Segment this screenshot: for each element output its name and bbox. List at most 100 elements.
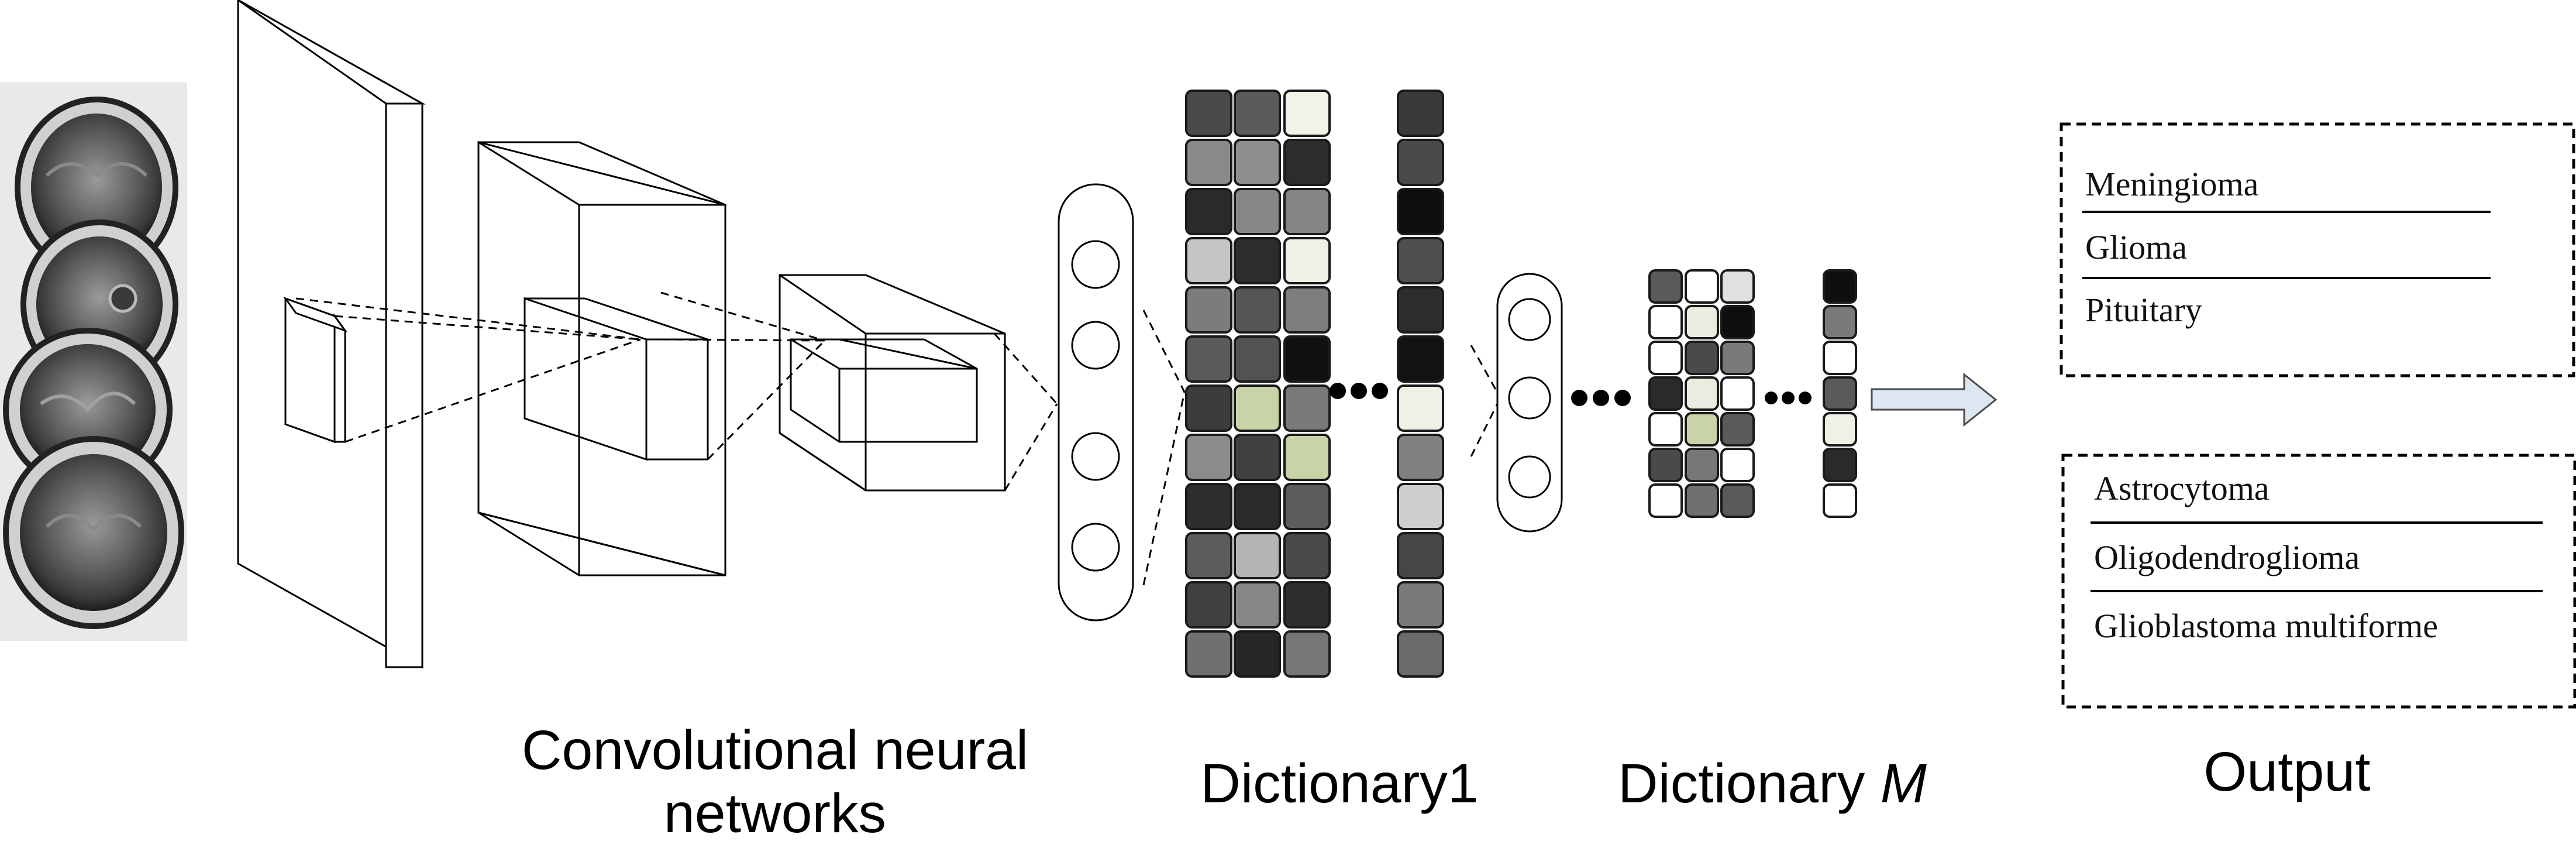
- dictionary-cell: [1234, 384, 1281, 432]
- output-dividers: [2082, 211, 2543, 592]
- dictionary-cell: [1397, 434, 1444, 481]
- ellipsis-dots-2: [1571, 390, 1631, 406]
- dictionary-cell: [1685, 483, 1719, 518]
- dictionary-cell: [1720, 269, 1755, 304]
- dictionary-cell: [1397, 384, 1444, 432]
- dictionary-cell: [1283, 532, 1331, 579]
- dictionary-cell: [1283, 188, 1331, 235]
- dictionary-cell: [1397, 532, 1444, 579]
- dictionary-cell: [1185, 532, 1232, 579]
- dictionary-1: [1185, 90, 1444, 678]
- output-label-astrocytoma: Astrocytoma: [2094, 469, 2270, 507]
- caption-dictionary-1: Dictionary1: [1200, 753, 1479, 815]
- dictionary-cell: [1397, 286, 1444, 334]
- dictionary-cell: [1283, 90, 1331, 137]
- dictionary-cell: [1234, 335, 1281, 383]
- dictionary-cell: [1283, 139, 1331, 186]
- dictionary-cell: [1234, 139, 1281, 186]
- dictionary-cell: [1720, 341, 1755, 375]
- dictionary-cell: [1823, 305, 1857, 339]
- dictionary-cell: [1234, 188, 1281, 235]
- fc-node: [1071, 523, 1120, 572]
- fc-node: [1508, 455, 1551, 499]
- dictionary-m: [1648, 269, 1857, 518]
- dictionary-cell: [1685, 305, 1719, 339]
- dictionary-cell: [1283, 581, 1331, 629]
- dictionary-cell: [1397, 630, 1444, 678]
- dictionary-cell: [1283, 483, 1331, 530]
- dictionary-cell: [1397, 139, 1444, 186]
- dictionary-cell: [1397, 483, 1444, 530]
- dictionary-cell: [1283, 384, 1331, 432]
- output-label-pituitary: Pituitary: [2085, 291, 2202, 329]
- dictionary-cell: [1283, 434, 1331, 481]
- ellipsis-dots-1: [1330, 383, 1388, 399]
- projection-lines: [295, 291, 1501, 586]
- ellipsis-dots-3: [1765, 392, 1812, 404]
- caption-cnn: Convolutional neural networks: [445, 719, 1106, 845]
- fc-layer-2: [1496, 273, 1563, 533]
- dictionary-cell: [1234, 630, 1281, 678]
- caption-output: Output: [2203, 741, 2371, 803]
- dictionary-cell: [1283, 237, 1331, 284]
- dictionary-cell: [1648, 483, 1683, 518]
- dictionary-cell: [1185, 335, 1232, 383]
- dictionary-cell: [1720, 376, 1755, 411]
- fc-node: [1508, 376, 1551, 420]
- caption-dictionary-m: Dictionary M: [1603, 752, 1942, 815]
- dictionary-cell: [1283, 335, 1331, 383]
- dictionary-cell: [1685, 341, 1719, 375]
- dictionary-cell: [1185, 384, 1232, 432]
- output-box-2: [2061, 454, 2576, 709]
- dictionary-cell: [1185, 90, 1232, 137]
- dictionary-cell: [1685, 448, 1719, 482]
- feature-volume-2: [779, 274, 1006, 492]
- dictionary-cell: [1823, 448, 1857, 482]
- output-label-glioblastoma: Glioblastoma multiforme: [2094, 607, 2438, 645]
- dictionary-cell: [1185, 188, 1232, 235]
- caption-cnn-line1: Convolutional neural: [521, 719, 1029, 781]
- fc-layer-1: [1058, 183, 1134, 621]
- dictionary-cell: [1234, 483, 1281, 530]
- dictionary-cell: [1397, 90, 1444, 137]
- output-box-1: [2060, 122, 2575, 377]
- dictionary-cell: [1823, 376, 1857, 411]
- dictionary-cell: [1685, 269, 1719, 304]
- dictionary-cell: [1283, 630, 1331, 678]
- dictionary-cell: [1720, 483, 1755, 518]
- dictionary-cell: [1185, 581, 1232, 629]
- mri-input-stack: [0, 82, 187, 641]
- dictionary-cell: [1648, 412, 1683, 447]
- dictionary-cell: [1823, 483, 1857, 518]
- dictionary-cell: [1397, 335, 1444, 383]
- output-label-glioma: Glioma: [2085, 228, 2187, 266]
- dictionary-cell: [1283, 286, 1331, 334]
- output-arrow: [1871, 372, 1998, 427]
- dictionary-cell: [1648, 341, 1683, 375]
- dictionary-cell: [1234, 434, 1281, 481]
- caption-dictionary-m-var: M: [1880, 753, 1927, 815]
- dictionary-cell: [1397, 237, 1444, 284]
- dictionary-cell: [1234, 90, 1281, 137]
- dictionary-cell: [1185, 483, 1232, 530]
- dictionary-cell: [1823, 341, 1857, 375]
- dictionary-cell: [1185, 237, 1232, 284]
- dictionary-cell: [1720, 305, 1755, 339]
- dictionary-cell: [1234, 286, 1281, 334]
- dictionary-cell: [1185, 139, 1232, 186]
- dictionary-cell: [1648, 305, 1683, 339]
- dictionary-cell: [1234, 581, 1281, 629]
- dictionary-cell: [1685, 412, 1719, 447]
- caption-cnn-line2: networks: [663, 782, 887, 844]
- dictionary-cell: [1823, 412, 1857, 447]
- fc-node: [1071, 432, 1120, 481]
- dictionary-cell: [1648, 448, 1683, 482]
- dictionary-cell: [1685, 376, 1719, 411]
- output-label-meningioma: Meningioma: [2085, 165, 2259, 203]
- fc-node: [1071, 321, 1120, 370]
- caption-dictionary-m-prefix: Dictionary: [1618, 753, 1881, 815]
- dictionary-cell: [1397, 188, 1444, 235]
- dictionary-cell: [1720, 448, 1755, 482]
